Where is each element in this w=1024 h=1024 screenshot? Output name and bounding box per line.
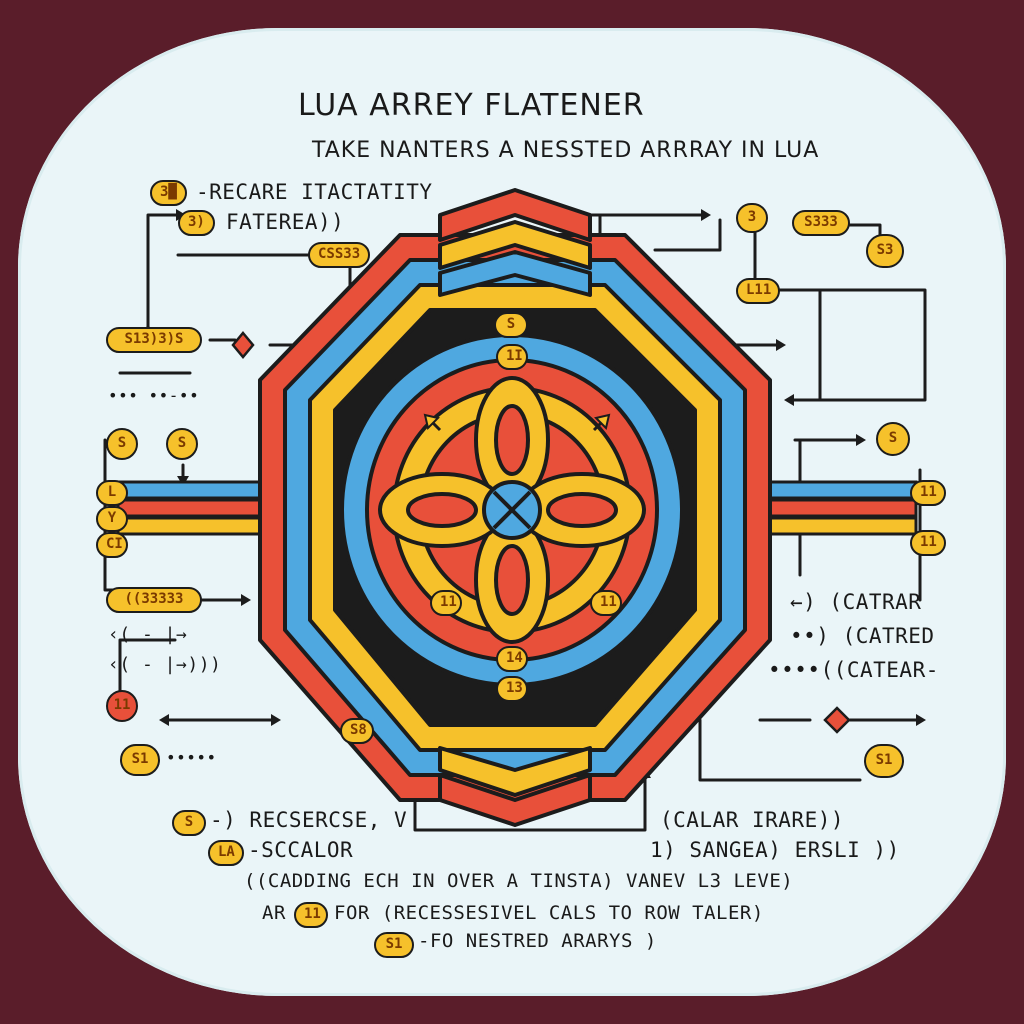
badge: ((33333 <box>106 587 202 613</box>
note-text: -RECARE ITACTATITY <box>196 180 433 204</box>
badge: CSS33 <box>308 242 371 268</box>
note-text: ••••((CATEAR- <box>768 658 939 682</box>
note-text: FOR (RECESSESIVEL CALS TO ROW TALER) <box>334 902 764 924</box>
badge: S1 <box>120 744 160 776</box>
diagram-subtitle: TAKE NANTERS A NESSTED ARRRAY IN LUA <box>312 138 820 163</box>
badge: 14 <box>496 646 528 672</box>
badge: S3 <box>866 234 904 268</box>
note-text: ••• ••-•• <box>108 386 200 405</box>
badge: 3) <box>178 210 215 236</box>
badge: S <box>172 810 206 836</box>
badge: L <box>96 480 128 506</box>
note-text: ••••• <box>166 748 217 767</box>
badge: S <box>494 312 528 338</box>
badge: 11 <box>430 590 462 616</box>
badge: S8 <box>340 718 374 744</box>
badge: L11 <box>736 278 780 304</box>
badge: 11 <box>294 902 328 928</box>
note-text: -) RECSERCSE, V <box>210 808 408 832</box>
badge: S1 <box>374 932 414 958</box>
badge: LA <box>208 840 244 866</box>
badge: 11 <box>910 530 946 556</box>
badge: Y <box>96 506 128 532</box>
note-text: ←) (CATRAR <box>790 590 922 614</box>
note-text: ((CADDING ECH IN OVER A TINSTA) VANEV L3… <box>244 870 794 892</box>
badge: S <box>166 428 198 460</box>
badge: 11 <box>910 480 946 506</box>
note-text: (CALAR IRARE)) <box>660 808 845 832</box>
badge: S1 <box>864 744 904 778</box>
note-text: -FO NESTRED ARARYS ) <box>418 930 657 952</box>
badge: 11 <box>106 690 138 722</box>
note-text: 1) SANGEA) ERSLI )) <box>650 838 900 862</box>
note-text: AR <box>262 902 286 924</box>
badge: 3█ <box>150 180 187 206</box>
note-text: ‹( - |→ <box>108 624 188 645</box>
diagram-title: LUA ARREY FLATENER <box>298 88 645 123</box>
badge: S <box>106 428 138 460</box>
note-text: -SCCALOR <box>248 838 354 862</box>
badge: S13)3)S <box>106 327 202 353</box>
badge: 1I <box>496 344 528 370</box>
badge: S333 <box>792 210 850 236</box>
badge: CI <box>96 532 128 558</box>
badge: S <box>876 422 910 456</box>
badge: 13 <box>496 676 528 702</box>
note-text: FATEREA)) <box>226 210 345 234</box>
badge: 11 <box>590 590 622 616</box>
note-text: ••) (CATRED <box>790 624 935 648</box>
badge: 3 <box>736 203 768 233</box>
note-text: ‹( - |→))) <box>108 654 222 675</box>
